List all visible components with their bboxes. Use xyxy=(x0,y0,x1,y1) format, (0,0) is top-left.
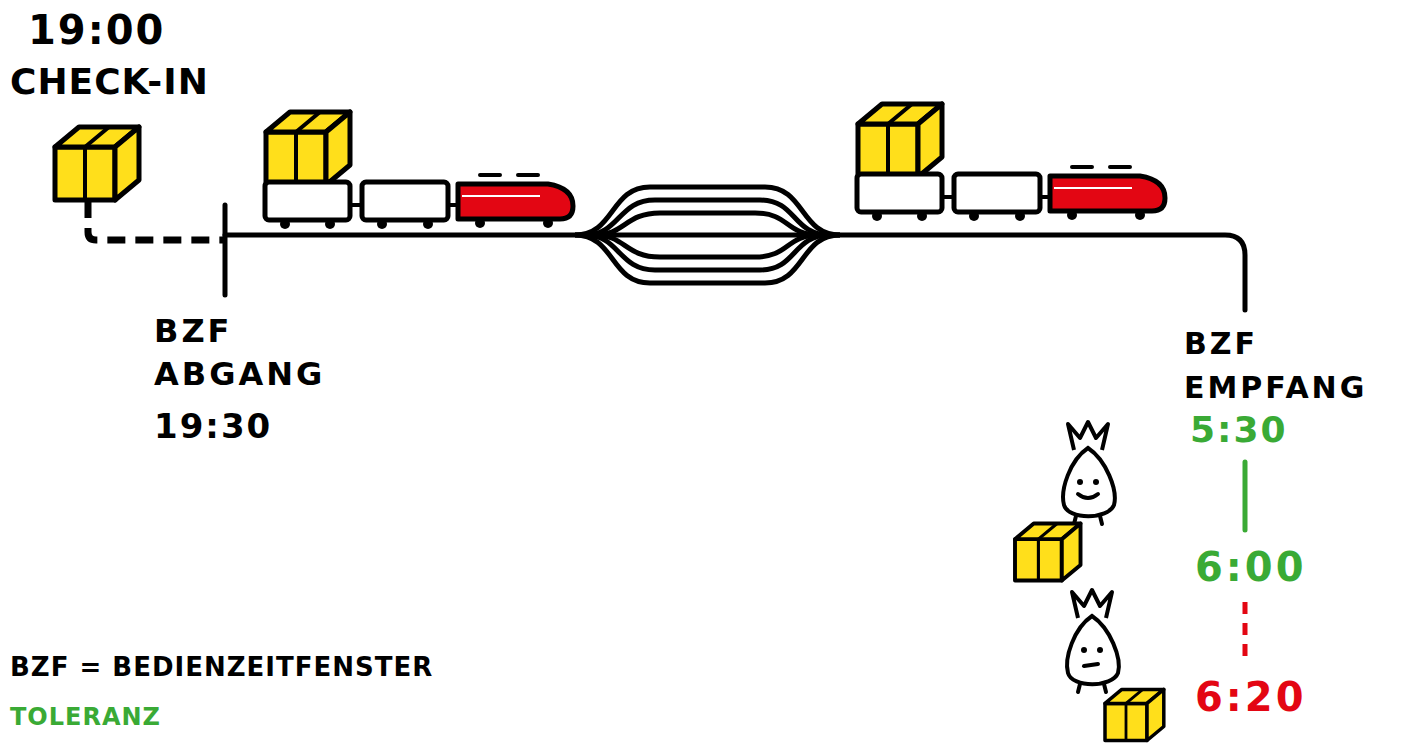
package xyxy=(1015,524,1081,581)
time-label: 6:20 xyxy=(1195,673,1307,721)
unhappy-king xyxy=(1067,590,1119,692)
time-label: 6:00 xyxy=(1195,543,1307,591)
step-label: CHECK-IN xyxy=(10,60,209,103)
package xyxy=(1105,689,1164,740)
rail-line xyxy=(225,235,1245,310)
definition-note: BZF = BEDIENZEITFENSTER xyxy=(10,652,433,683)
check-in-path xyxy=(88,200,225,240)
window-label: BZF ABGANG xyxy=(154,310,325,396)
happy-king xyxy=(1063,422,1115,524)
package xyxy=(55,127,139,200)
tolerance-note: TOLERANZ xyxy=(10,703,161,732)
departure-tick xyxy=(223,205,228,295)
time-label: 19:00 xyxy=(28,6,165,54)
train xyxy=(265,112,573,229)
time-label: 5:30 xyxy=(1190,408,1288,451)
window-label: BZF EMPFANG xyxy=(1184,322,1367,409)
tolerance-line xyxy=(1243,462,1248,530)
switching-yard xyxy=(575,187,840,283)
train xyxy=(857,104,1165,221)
delay-line xyxy=(1243,602,1248,665)
time-label: 19:30 xyxy=(154,406,272,447)
